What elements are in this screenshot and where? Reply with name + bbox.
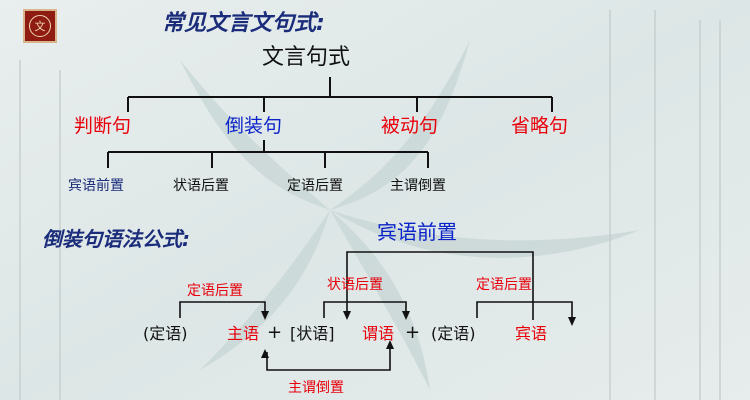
formula-attributive-2: (定语) xyxy=(431,324,476,343)
formula-attributive-1: (定语) xyxy=(143,324,188,343)
node-judgment-sentence: 判断句 xyxy=(74,115,132,137)
logo: 文 xyxy=(23,9,57,43)
logo-seal: 文 xyxy=(29,15,51,37)
formula-plus-1: + xyxy=(267,322,283,343)
node-ellipsis-sentence: 省略句 xyxy=(511,115,569,137)
label-subject-predicate-inversion: 主谓倒置 xyxy=(288,380,344,396)
label-object-preposition: 宾语前置 xyxy=(377,220,457,244)
formula-adverbial: [状语] xyxy=(290,324,335,343)
formula-predicate: 谓语 xyxy=(362,324,395,343)
formula-plus-2: + xyxy=(405,322,421,343)
node-object-preposition: 宾语前置 xyxy=(68,178,124,194)
label-attributive-postposition-left: 定语后置 xyxy=(187,283,243,299)
formula-object: 宾语 xyxy=(515,324,548,343)
node-inverted-sentence: 倒装句 xyxy=(225,115,283,137)
label-attributive-postposition-right: 定语后置 xyxy=(476,277,532,293)
formula-subject: 主语 xyxy=(227,324,260,343)
node-subject-predicate-inversion: 主谓倒置 xyxy=(390,178,446,194)
node-passive-sentence: 被动句 xyxy=(381,115,439,137)
label-adverbial-postposition: 状语后置 xyxy=(327,277,383,293)
formula-heading: 倒装句语法公式: xyxy=(42,227,190,251)
node-adverbial-postposition: 状语后置 xyxy=(173,178,229,194)
page-title: 常见文言文句式: xyxy=(162,11,325,36)
node-attributive-postposition: 定语后置 xyxy=(287,178,343,194)
root-node: 文言句式 xyxy=(262,45,351,70)
